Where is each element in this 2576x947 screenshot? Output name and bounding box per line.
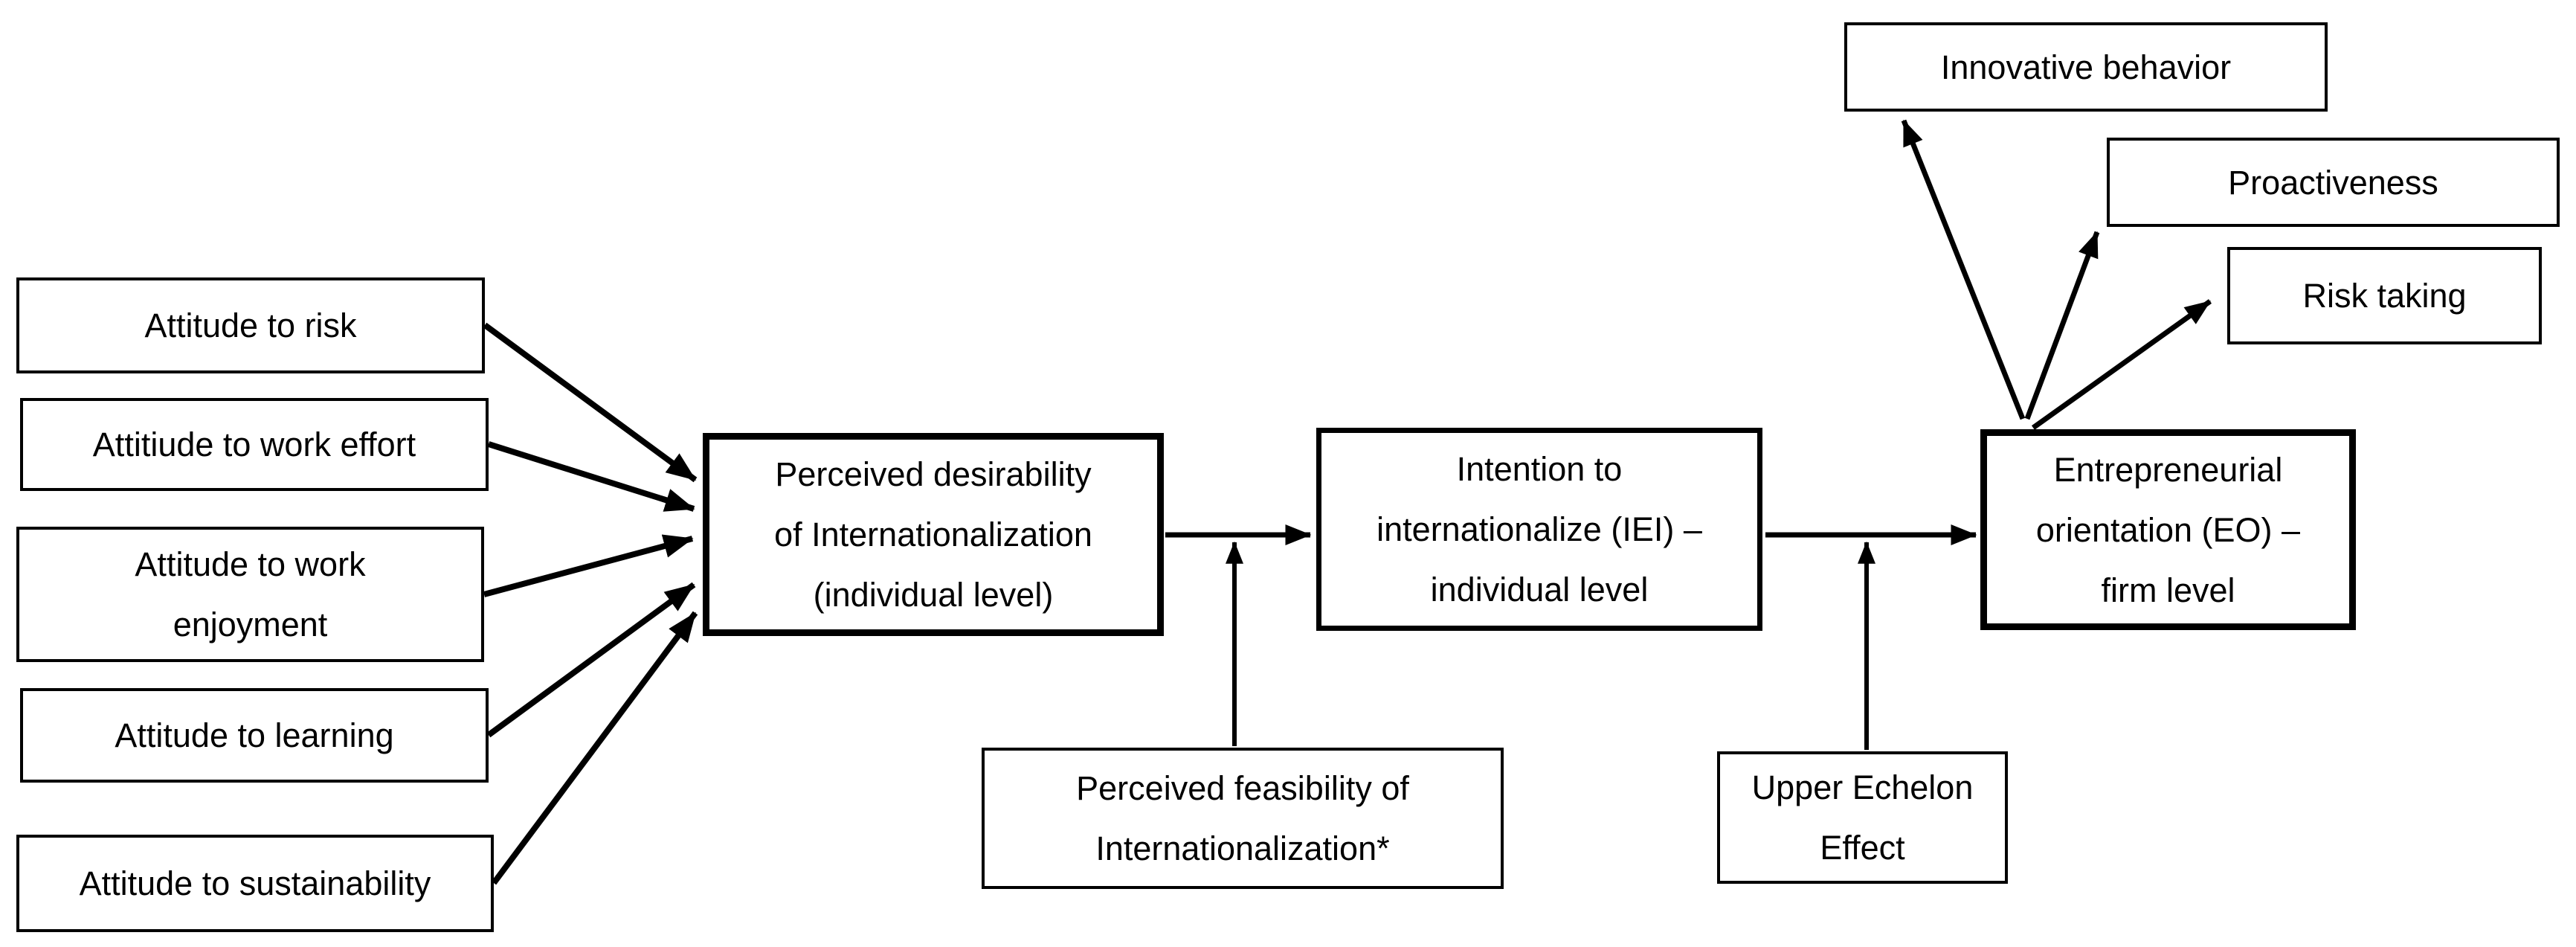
node-risk-taking: Risk taking	[2227, 247, 2542, 344]
node-attitude-to-risk: Attitude to risk	[16, 277, 485, 373]
arrow-enjoyment-to-desirability	[483, 534, 694, 597]
node-entrepreneurial-orientation: Entrepreneurial orientation (EO) – firm …	[1980, 429, 2356, 630]
node-upper-echelon-effect: Upper Echelon Effect	[1717, 751, 2008, 884]
node-attitude-to-work-effort: Attitiude to work effort	[20, 398, 489, 491]
node-attitude-to-learning: Attitude to learning	[20, 688, 489, 783]
node-intention-to-internationalize: Intention to internationalize (IEI) – in…	[1316, 428, 1762, 631]
node-perceived-feasibility: Perceived feasibility of Internationaliz…	[982, 748, 1504, 889]
arrow-effort-to-desirability	[487, 441, 695, 512]
arrow-eo-to-risk-taking	[2031, 299, 2212, 430]
arrow-eo-to-innovative	[1901, 119, 2026, 420]
node-innovative-behavior: Innovative behavior	[1844, 22, 2328, 112]
arrow-risk-to-desirability	[483, 322, 698, 483]
arrow-eo-to-proactiveness	[2024, 231, 2100, 420]
node-attitude-to-work-enjoyment: Attitude to work enjoyment	[16, 527, 484, 662]
node-attitude-to-sustainability: Attitude to sustainability	[16, 835, 494, 932]
arrow-learning-to-desirability	[486, 582, 696, 738]
node-proactiveness: Proactiveness	[2107, 138, 2560, 227]
node-perceived-desirability: Perceived desirability of Internationali…	[703, 433, 1164, 636]
arrow-sustainability-to-desirability	[491, 611, 698, 885]
